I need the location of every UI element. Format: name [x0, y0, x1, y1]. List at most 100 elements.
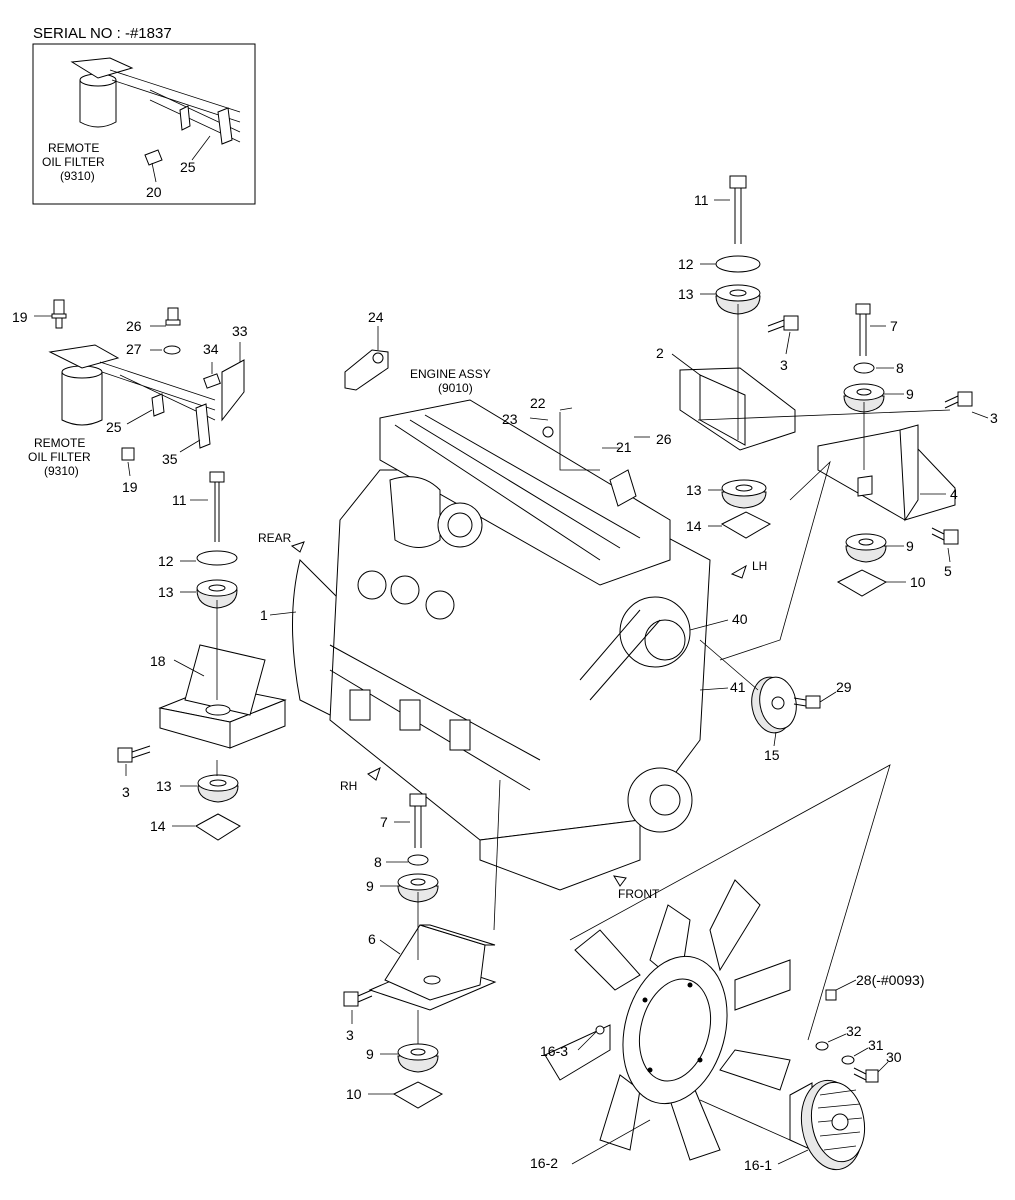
callout-19-lower: 19 — [122, 479, 138, 495]
bolt-11-left — [209, 471, 225, 542]
callout-22: 22 — [530, 395, 546, 411]
callout-9-right-upper: 9 — [906, 386, 914, 402]
bolt-11-right — [729, 175, 747, 244]
callout-3-center: 3 — [346, 1027, 354, 1043]
front-arrow-icon — [613, 875, 627, 887]
insulator-9-center-upper — [397, 873, 439, 903]
callout-13-right-lower: 13 — [686, 482, 702, 498]
insulator-13-left-upper — [196, 579, 238, 609]
callout-8-center: 8 — [374, 854, 382, 870]
fan-leader-line — [569, 764, 891, 1041]
callout-26-right: 26 — [656, 431, 672, 447]
callout-3-right-upper: 3 — [780, 357, 788, 373]
callout-29: 29 — [836, 679, 852, 695]
bolt-3-left — [117, 745, 151, 763]
front-direction-label: FRONT — [618, 887, 660, 901]
bolt-28 — [825, 989, 837, 1001]
serial-number-label: SERIAL NO : -#1837 — [33, 25, 172, 42]
bracket-18 — [158, 644, 287, 749]
callout-19-upper: 19 — [12, 309, 28, 325]
lh-direction-label: LH — [752, 559, 767, 573]
remote-label: REMOTE — [34, 436, 85, 450]
bolt-26-left — [165, 307, 181, 326]
callout-28: 28(-#0093) — [856, 972, 925, 988]
callout-33: 33 — [232, 323, 248, 339]
oil-filter-label: OIL FILTER — [28, 450, 91, 464]
bracket-6 — [368, 924, 497, 1011]
callout-15: 15 — [764, 747, 780, 763]
callout-32: 32 — [846, 1023, 862, 1039]
bolt-19-upper — [51, 299, 67, 329]
bolt-7-right — [855, 303, 871, 356]
fan-16-2 — [544, 879, 791, 1161]
callout-13-left-lower: 13 — [156, 778, 172, 794]
callout-12-right: 12 — [678, 256, 694, 272]
callout-14-left: 14 — [150, 818, 166, 834]
washer-27 — [163, 345, 181, 355]
callout-24: 24 — [368, 309, 384, 325]
callout-14-right: 14 — [686, 518, 702, 534]
bolt-3-right-upper — [767, 315, 799, 333]
bracket-24 — [344, 349, 389, 391]
plate-14-left — [195, 813, 241, 841]
callout-27: 27 — [126, 341, 142, 357]
oil-filter-code: (9310) — [44, 464, 79, 478]
callout-9-right-lower: 9 — [906, 538, 914, 554]
rear-arrow-icon — [290, 541, 305, 553]
plate-14-right — [720, 511, 772, 539]
washer-31 — [841, 1055, 855, 1065]
inset-oil-filter-label: OIL FILTER — [42, 155, 105, 169]
callout-30: 30 — [886, 1049, 902, 1065]
callout-41: 41 — [730, 679, 746, 695]
bolt-19-lower — [121, 447, 135, 461]
washer-8-center — [407, 854, 429, 866]
bolt-3-right-far — [944, 391, 973, 409]
callout-9-center-upper: 9 — [366, 878, 374, 894]
nut-16-3 — [595, 1025, 605, 1035]
washer-8-right — [853, 362, 875, 374]
callout-12-left: 12 — [158, 553, 174, 569]
callout-inset-25: 25 — [180, 159, 196, 175]
lh-arrow-icon — [730, 564, 747, 579]
bolt-3-center — [343, 989, 373, 1007]
inset-frame — [32, 43, 256, 205]
callout-34: 34 — [203, 341, 219, 357]
plate-10-center — [392, 1081, 444, 1109]
callout-35: 35 — [162, 451, 178, 467]
spacer-15 — [751, 676, 797, 734]
insulator-9-right-lower — [845, 533, 887, 563]
rear-direction-label: REAR — [258, 531, 292, 545]
inset-oil-filter-code: (9310) — [60, 169, 95, 183]
engine-assy-label: ENGINE ASSY — [410, 367, 491, 381]
callout-25: 25 — [106, 419, 122, 435]
plate-10-right — [836, 569, 888, 597]
inset-oil-filter-bracket — [70, 57, 241, 166]
callout-2: 2 — [656, 345, 664, 361]
inset-remote-label: REMOTE — [48, 141, 99, 155]
insulator-13-left-lower — [197, 774, 239, 803]
callout-31: 31 — [868, 1037, 884, 1053]
bolt-29 — [793, 695, 821, 709]
bracket-2 — [679, 367, 796, 451]
bolt-30 — [853, 1067, 879, 1083]
engine-assembly — [292, 399, 711, 891]
callout-9-center-lower: 9 — [366, 1046, 374, 1062]
callout-21: 21 — [616, 439, 632, 455]
bracket-4 — [817, 424, 956, 522]
callout-16-1: 16-1 — [744, 1157, 772, 1173]
callout-5: 5 — [944, 563, 952, 579]
bolt-5 — [931, 527, 959, 545]
washer-32 — [815, 1041, 829, 1051]
callout-11-left: 11 — [172, 492, 187, 508]
callout-18: 18 — [150, 653, 166, 669]
callout-16-3: 16-3 — [540, 1043, 568, 1059]
callout-6: 6 — [368, 931, 376, 947]
callout-10-center: 10 — [346, 1086, 362, 1102]
insulator-13-right-lower — [721, 479, 767, 509]
callout-3-left: 3 — [122, 784, 130, 800]
washer-12-left — [196, 550, 238, 566]
callout-4: 4 — [950, 486, 958, 502]
remote-oil-filter-assembly — [48, 344, 245, 449]
callout-26-left: 26 — [126, 318, 142, 334]
